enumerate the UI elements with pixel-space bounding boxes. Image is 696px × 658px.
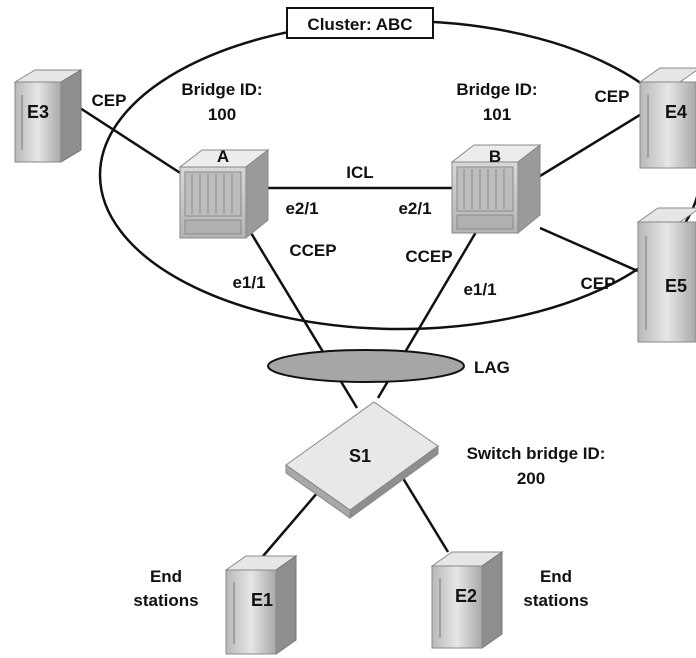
lag-label: LAG	[474, 358, 510, 377]
end-stations-left-line1: End	[150, 567, 182, 586]
end-stations-left-line2: stations	[133, 591, 198, 610]
e3-cep-label: CEP	[92, 91, 127, 110]
bridge-a-lag-port-label: e1/1	[232, 273, 265, 292]
bridge-a-id-value: 100	[208, 105, 236, 124]
svg-text:Cluster: ABC: Cluster: ABC	[307, 15, 412, 34]
switch-s1-icon: S1	[285, 401, 439, 519]
server-e3-icon: E3	[13, 69, 83, 163]
bridge-b-name: B	[489, 147, 501, 166]
server-e5-icon: E5	[636, 207, 696, 343]
bridge-a-name: A	[217, 147, 229, 166]
bridge-a-id-label: Bridge ID:	[181, 80, 262, 99]
bridge-b-icl-port-label: e2/1	[398, 199, 431, 218]
switch-bridge-id-value: 200	[517, 469, 545, 488]
bridge-a-ccep-label: CCEP	[289, 241, 336, 260]
b-to-e5-link	[539, 226, 641, 274]
e3-to-a-link	[79, 106, 189, 180]
bridge-b-ccep-label: CCEP	[405, 247, 452, 266]
cluster-title: Cluster: ABC	[286, 7, 434, 39]
server-e1-label: E1	[251, 590, 273, 610]
s1-to-e2-link	[396, 469, 450, 553]
e4-cep-label: CEP	[595, 87, 630, 106]
server-e1-icon: E1	[224, 555, 298, 655]
bridge-a-chassis-icon	[178, 148, 270, 240]
server-e4-label: E4	[665, 102, 687, 122]
bridge-b-id-value: 101	[483, 105, 511, 124]
bridge-b-chassis-icon	[450, 143, 542, 235]
bridge-b-id-label: Bridge ID:	[456, 80, 537, 99]
end-stations-right-line1: End	[540, 567, 572, 586]
server-e5-label: E5	[665, 276, 687, 296]
s1-to-e1-link	[257, 491, 319, 563]
server-e2-icon: E2	[430, 551, 504, 649]
icl-label: ICL	[346, 163, 373, 182]
b-to-e4-link	[539, 108, 649, 178]
switch-s1-label: S1	[349, 446, 371, 466]
e5-cep-label: CEP	[581, 274, 616, 293]
bridge-b-lag-port-label: e1/1	[463, 280, 496, 299]
end-stations-right-line2: stations	[523, 591, 588, 610]
server-e2-label: E2	[455, 586, 477, 606]
lag-ellipse	[267, 349, 465, 383]
connection-lines	[79, 106, 649, 563]
server-e3-label: E3	[27, 102, 49, 122]
bridge-a-icl-port-label: e2/1	[285, 199, 318, 218]
switch-bridge-id-label: Switch bridge ID:	[467, 444, 606, 463]
server-e4-icon: E4	[638, 67, 696, 169]
